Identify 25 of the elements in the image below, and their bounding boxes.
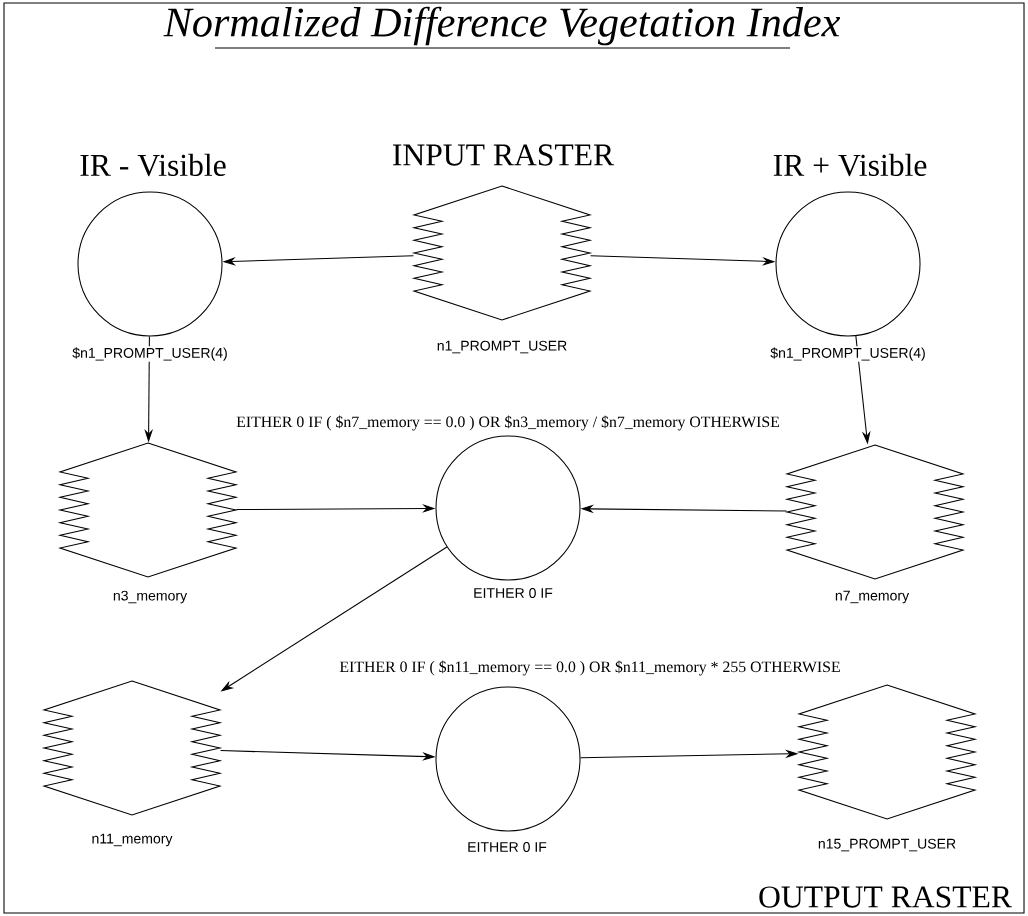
node-label: EITHER 0 IF (472, 586, 554, 600)
heading-label: IR - Visible (78, 152, 228, 178)
raster-shape (784, 444, 966, 580)
process-circle (775, 191, 921, 337)
node-label: n1_PROMPT_USER (435, 339, 569, 355)
raster-shape (57, 442, 239, 578)
heading-label: INPUT RASTER (390, 143, 616, 167)
node-label: n7_memory (833, 589, 911, 605)
node-label: EITHER 0 IF (466, 840, 548, 854)
raster-shape (796, 684, 978, 820)
heading-label: IR + Visible (771, 152, 929, 178)
title: Normalized Difference Vegetation Index (163, 6, 841, 46)
raster-shape (41, 680, 223, 816)
node-label: n11_memory (90, 832, 174, 848)
process-circle (435, 435, 581, 581)
node-label: n3_memory (111, 589, 189, 605)
raster-shape (411, 185, 593, 321)
node-label: n15_PROMPT_USER (816, 837, 958, 853)
node-label: $n1_PROMPT_USER(4) (769, 346, 927, 362)
expression-label: EITHER 0 IF ( $n11_memory == 0.0 ) OR $n11_memory * 255 OTHERWISE (338, 659, 842, 677)
expression-label: EITHER 0 IF ( $n7_memory == 0.0 ) OR $n3_memory / $n7_memory OTHERWISE (235, 414, 781, 432)
process-circle (435, 686, 581, 832)
node-label: $n1_PROMPT_USER(4) (71, 346, 229, 362)
heading-label: OUTPUT RASTER (756, 885, 1014, 909)
process-circle (77, 191, 223, 337)
